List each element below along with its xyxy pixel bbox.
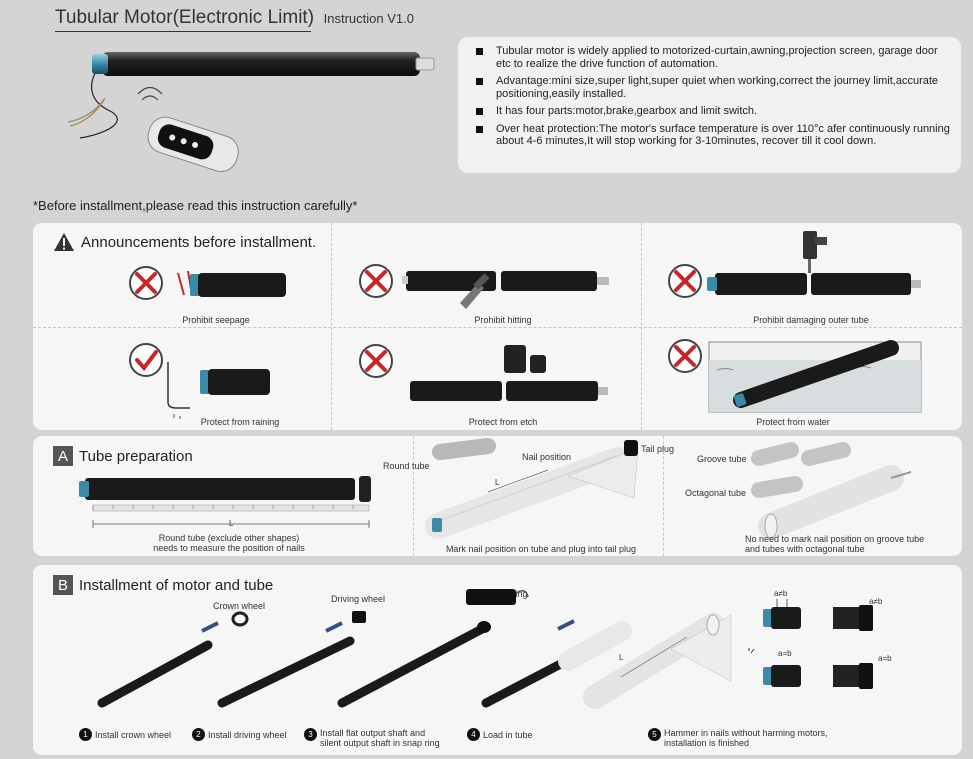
info-bullet: Over heat protection:The motor's surface… (476, 123, 951, 148)
step-5: 5 Hammer in nails without harming motors… (648, 728, 828, 748)
step-number-1: 1 (79, 728, 92, 741)
title-underline (55, 31, 311, 32)
info-bullet: Advantage:mini size,super light,super qu… (476, 75, 951, 100)
info-bullet: It has four parts:motor,brake,gearbox an… (476, 105, 951, 118)
install-steps-illustration (97, 589, 632, 708)
warning-text: *Before installment,please read this ins… (33, 198, 358, 213)
caption-prohibit-damaging: Prohibit damaging outer tube (753, 315, 869, 325)
hero-motor-remote-illustration (67, 52, 435, 173)
caption-protect-raining: Protect from raining (200, 417, 280, 427)
grid-divider (413, 436, 414, 556)
label-groove-tube: Groove tube (697, 454, 747, 464)
hammer-nails-illustration (583, 613, 732, 709)
caption-mark-nail: Mark nail position on tube and plug into… (445, 544, 637, 554)
nail-length-label: L (495, 478, 500, 487)
seepage-illustration (129, 266, 286, 300)
groove-octagonal-illustration (751, 442, 912, 539)
measure-length-label: L (229, 519, 234, 528)
tube-prep-panel: A Tube preparation L Round tube (exclude… (33, 436, 962, 556)
title-main: Tubular Motor(Electronic Limit) (55, 7, 315, 28)
water-illustration (668, 339, 922, 413)
install-title: Installment of motor and tube (79, 576, 274, 594)
label-crown-wheel: Crown wheel (213, 601, 266, 611)
round-tube-measure-illustration (79, 476, 371, 528)
step-text-4: Load in tube (483, 729, 533, 740)
caption-round-tube-measure: Round tube (exclude other shapes) needs … (153, 533, 305, 553)
caption-no-need-mark: No need to mark nail position on groove … (745, 534, 925, 554)
label-round-tube: Round tube (383, 461, 430, 471)
etch-illustration (359, 344, 608, 401)
step-text-5: Hammer in nails without harming motors, … (664, 728, 828, 748)
grid-divider (663, 436, 664, 556)
hammer-length-label: L (619, 653, 624, 662)
announcements-heading: Announcements before installment. (53, 232, 316, 252)
step-3: 3 Install flat output shaft and silent o… (304, 728, 440, 748)
install-panel: B Installment of motor and tube Crown wh… (33, 565, 962, 755)
grid-divider (33, 327, 962, 328)
caption-protect-water: Protect from water (756, 417, 830, 427)
caption-protect-etch: Protect from etch (468, 417, 538, 427)
announcements-title: Announcements before installment. (81, 233, 317, 251)
label-a-not-b-1: a≠b (774, 589, 788, 598)
caption-prohibit-seepage: Prohibit seepage (182, 315, 250, 325)
step-number-5: 5 (648, 728, 661, 741)
install-heading: B Installment of motor and tube (53, 575, 273, 595)
step-2: 2 Install driving wheel (192, 728, 287, 741)
mark-nail-illustration (425, 438, 639, 539)
step-1: 1 Install crown wheel (79, 728, 171, 741)
grid-divider (641, 223, 642, 430)
step-number-3: 3 (304, 728, 317, 741)
label-a-eq-b-1: a=b (778, 649, 792, 658)
section-letter-a: A (53, 446, 73, 466)
alignment-diagrams (748, 599, 873, 689)
section-letter-b: B (53, 575, 73, 595)
title-sub: Instruction V1.0 (323, 11, 414, 26)
raining-illustration (129, 343, 270, 419)
step-text-1: Install crown wheel (95, 729, 172, 740)
announcements-panel: Announcements before installment. Prohib… (33, 223, 962, 430)
page-title: Tubular Motor(Electronic Limit) Instruct… (55, 6, 414, 29)
label-octagonal-tube: Octagonal tube (685, 488, 747, 498)
tube-prep-title: Tube preparation (79, 447, 193, 465)
step-text-2: Install driving wheel (208, 729, 287, 740)
warning-triangle-icon (54, 233, 74, 251)
label-tail-plug: Tail plug (641, 444, 675, 454)
step-4: 4 Load in tube (467, 728, 533, 741)
step-text-3: Install flat output shaft and silent out… (320, 728, 440, 748)
info-box: Tubular motor is widely applied to motor… (458, 37, 961, 173)
caption-prohibit-hitting: Prohibit hitting (474, 315, 532, 325)
step-number-4: 4 (467, 728, 480, 741)
label-a-eq-b-2: a=b (878, 654, 892, 663)
tube-prep-heading: A Tube preparation (53, 446, 193, 466)
step-number-2: 2 (192, 728, 205, 741)
info-list: Tubular motor is widely applied to motor… (476, 45, 951, 148)
label-nail-position: Nail position (522, 452, 572, 462)
hitting-illustration (359, 264, 609, 309)
damaging-tube-illustration (668, 231, 921, 298)
label-a-not-b-2: a≠b (869, 597, 883, 606)
grid-divider (331, 223, 332, 430)
label-driving-wheel: Driving wheel (331, 594, 386, 604)
info-bullet: Tubular motor is widely applied to motor… (476, 45, 951, 70)
